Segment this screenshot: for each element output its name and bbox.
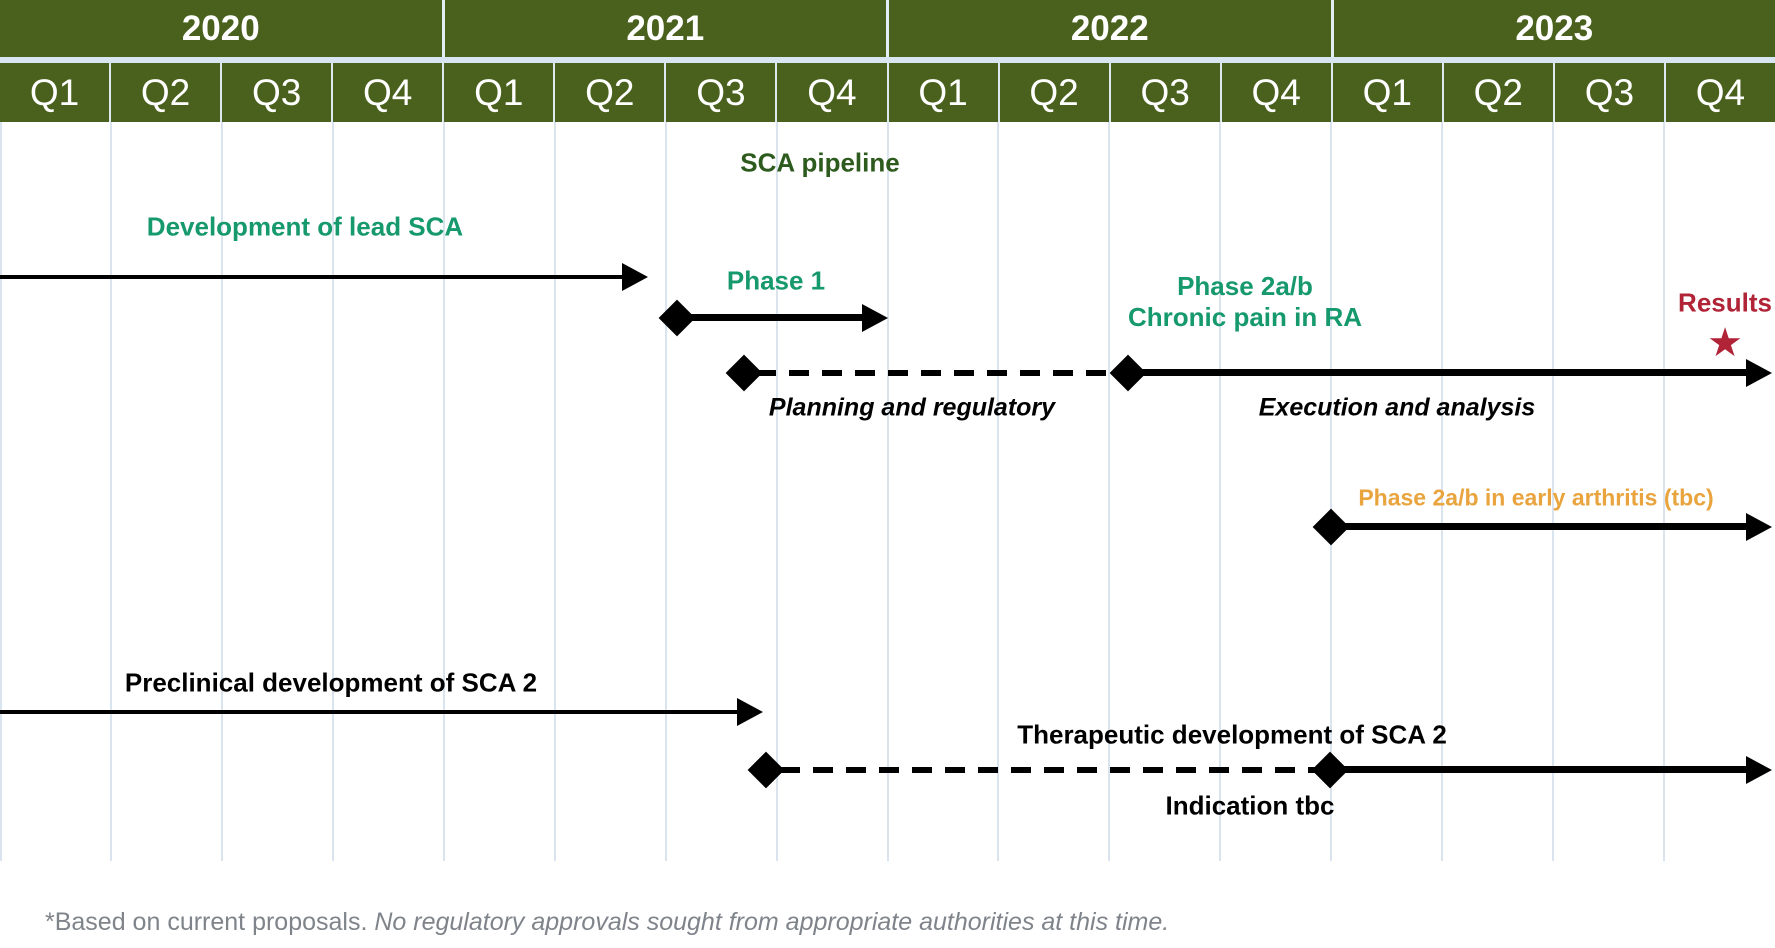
gridline xyxy=(887,122,889,861)
planning-regulatory-dashed-bar xyxy=(756,370,1114,376)
phase1-bar xyxy=(690,314,862,321)
quarter-cell-2020-Q4: Q4 xyxy=(331,63,442,122)
gridline xyxy=(332,122,334,861)
quarter-cell-2020-Q1: Q1 xyxy=(29,71,80,113)
gridline xyxy=(665,122,667,861)
header-separator xyxy=(0,57,1775,63)
quarter-cell-2023-Q1: Q1 xyxy=(1330,63,1442,122)
gridline xyxy=(221,122,223,861)
gridline xyxy=(1108,122,1110,861)
year-cell-2022: 2022 xyxy=(886,0,1331,57)
footnote: *Based on current proposals. No regulato… xyxy=(45,908,1169,937)
therapeutic-sca2-dashed-bar xyxy=(780,767,1316,773)
diagram-title: SCA pipeline xyxy=(740,147,900,178)
preclinical-sca2-bar xyxy=(0,710,737,714)
milestone-diamond-icon xyxy=(747,751,785,789)
gridline xyxy=(997,122,999,861)
therapeutic-sca2-solid-bar xyxy=(1343,766,1746,773)
gridline xyxy=(1219,122,1221,861)
execution-analysis-bar xyxy=(1142,369,1746,376)
arrowhead-icon xyxy=(737,698,763,726)
indication-tbc-label: Indication tbc xyxy=(1165,790,1335,821)
quarter-cell-2021-Q2: Q2 xyxy=(553,63,664,122)
planning-regulatory-label: Planning and regulatory xyxy=(768,393,1056,422)
quarter-cell-2021-Q3: Q3 xyxy=(664,63,775,122)
gridline xyxy=(443,122,445,861)
arrowhead-icon xyxy=(862,304,888,332)
arrowhead-icon xyxy=(622,263,648,291)
quarter-cell-2023-Q2: Q2 xyxy=(1441,63,1553,122)
footnote-italic: No regulatory approvals sought from appr… xyxy=(374,908,1170,936)
therapeutic-sca2-label: Therapeutic development of SCA 2 xyxy=(1017,719,1447,750)
gridline xyxy=(1552,122,1554,861)
milestone-diamond-icon xyxy=(1109,354,1147,392)
gridline xyxy=(1330,122,1332,861)
development-lead-sca-bar xyxy=(0,275,622,279)
quarter-cell-2021-Q4: Q4 xyxy=(775,63,886,122)
gridline xyxy=(776,122,778,861)
quarter-cell-2022-Q3: Q3 xyxy=(1108,63,1220,122)
arrowhead-icon xyxy=(1746,756,1772,784)
gridline xyxy=(554,122,556,861)
gridline xyxy=(110,122,112,861)
results-label: Results xyxy=(1678,287,1772,318)
footnote-regular: *Based on current proposals. xyxy=(45,908,375,936)
arrowhead-icon xyxy=(1746,359,1772,387)
quarter-cell-2020-Q2: Q2 xyxy=(109,63,220,122)
preclinical-sca2-label: Preclinical development of SCA 2 xyxy=(124,667,538,698)
phase2ab-label-line1: Phase 2a/b xyxy=(1177,271,1313,301)
phase2ab-label: Phase 2a/b Chronic pain in RA xyxy=(1128,271,1362,333)
gridline xyxy=(1663,122,1665,861)
year-cell-2023: 2023 xyxy=(1330,0,1775,57)
quarter-cell-2023-Q3: Q3 xyxy=(1552,63,1664,122)
phase2ab-label-line2: Chronic pain in RA xyxy=(1128,302,1362,332)
phase1-label: Phase 1 xyxy=(726,265,826,296)
gridline xyxy=(1441,122,1443,861)
arrowhead-icon xyxy=(1746,513,1772,541)
gridline xyxy=(0,122,2,861)
early-arthritis-label: Phase 2a/b in early arthritis (tbc) xyxy=(1358,484,1714,511)
quarter-cell-2022-Q2: Q2 xyxy=(997,63,1109,122)
quarter-cell-2021-Q1: Q1 xyxy=(442,63,553,122)
year-cell-2021: 2021 xyxy=(441,0,887,57)
quarter-cell-2022-Q1: Q1 xyxy=(886,63,998,122)
quarter-cell-2023-Q4: Q4 xyxy=(1663,63,1775,122)
results-star-icon: ★ xyxy=(1707,321,1743,365)
quarter-cell-2022-Q4: Q4 xyxy=(1219,63,1331,122)
quarter-cell-2020-Q3: Q3 xyxy=(220,63,331,122)
year-cell-2020: 2020 xyxy=(181,8,260,48)
early-arthritis-bar xyxy=(1344,523,1746,530)
execution-analysis-label: Execution and analysis xyxy=(1258,393,1536,422)
development-lead-sca-label: Development of lead SCA xyxy=(146,211,464,242)
